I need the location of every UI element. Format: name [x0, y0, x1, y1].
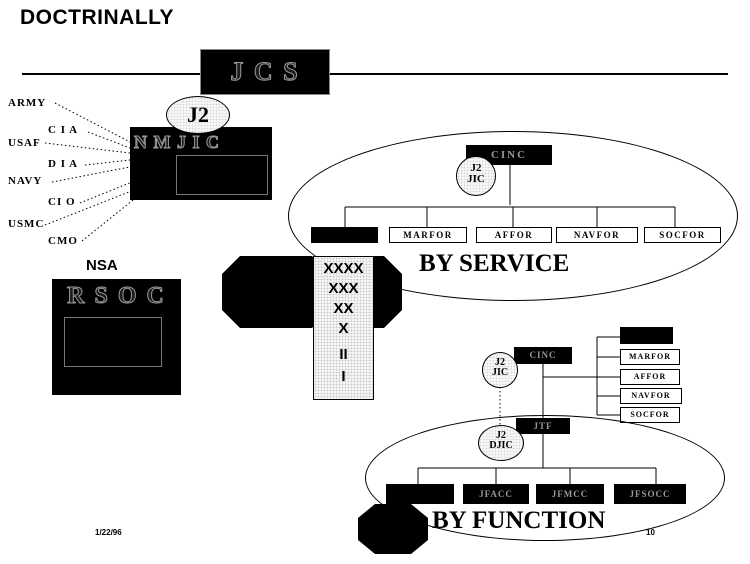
page-title: DOCTRINALLY: [20, 6, 175, 29]
jtf-j2-label: J2: [496, 430, 506, 441]
jtf-box: JTF: [516, 418, 570, 434]
function-affor: AFFOR: [620, 369, 680, 385]
jcs-label: J C S: [230, 57, 300, 87]
function-sub-jfmcc: JFMCC: [536, 484, 604, 504]
agency-cmo: CMO: [48, 235, 78, 247]
by-service-label: BY SERVICE: [419, 250, 570, 277]
function-j2-oval: J2 JIC: [482, 352, 518, 388]
rsoc-inner-panel: [64, 317, 162, 367]
echelon-column: XXXX XXX XX X II I: [313, 256, 374, 400]
rsoc-box: R S O C: [52, 279, 181, 395]
service-army-box: [311, 227, 378, 243]
jtf-jic-label: DJIC: [489, 440, 513, 451]
j2-oval-top: J2: [166, 96, 230, 134]
service-j2-label: J2: [470, 162, 482, 174]
echelon-xxx: XXX: [328, 280, 359, 297]
function-sub-jfacc: JFACC: [463, 484, 529, 504]
footer-date: 1/22/96: [95, 528, 122, 537]
jcs-box: J C S: [200, 49, 330, 95]
by-function-label: BY FUNCTION: [432, 507, 606, 534]
function-socfor: SOCFOR: [620, 407, 680, 423]
function-army-box: [620, 327, 673, 344]
jtf-j2-oval: J2 DJIC: [478, 425, 524, 461]
service-socfor: SOCFOR: [644, 227, 721, 243]
function-ellipse: [365, 415, 725, 541]
service-navfor: NAVFOR: [556, 227, 638, 243]
echelon-xxxx: XXXX: [323, 260, 364, 277]
agency-dia: D I A: [48, 158, 79, 170]
echelon-ii: II: [339, 346, 348, 363]
service-affor: AFFOR: [476, 227, 552, 243]
service-ellipse: [288, 131, 738, 301]
function-j2-label: J2: [495, 357, 505, 368]
agency-army: ARMY: [8, 97, 47, 109]
octagon-left: [222, 256, 330, 328]
agency-cio: CI O: [48, 196, 76, 208]
nsa-label: NSA: [86, 257, 118, 274]
agency-usmc: USMC: [8, 218, 45, 230]
function-sub-1: [386, 484, 454, 504]
function-navfor: NAVFOR: [620, 388, 682, 404]
echelon-x: X: [338, 320, 349, 337]
agency-cia: C I A: [48, 124, 79, 136]
function-jic-label: JIC: [491, 367, 509, 378]
agency-navy: NAVY: [8, 175, 43, 187]
service-jic-label: JIC: [467, 173, 485, 185]
agency-usaf: USAF: [8, 137, 41, 149]
echelon-xx: XX: [333, 300, 354, 317]
rsoc-label: R S O C: [67, 283, 166, 310]
service-j2-oval: J2 JIC: [456, 156, 496, 196]
function-sub-jfsocc: JFSOCC: [614, 484, 686, 504]
nmjic-label: N M J I C: [134, 132, 220, 153]
echelon-i: I: [341, 368, 346, 385]
function-marfor: MARFOR: [620, 349, 680, 365]
function-cinc-box: CINC: [514, 347, 572, 364]
service-marfor: MARFOR: [389, 227, 467, 243]
nmjic-box: N M J I C: [130, 127, 272, 200]
nmjic-inner-panel: [176, 155, 268, 195]
footer-page-number: 10: [646, 528, 655, 537]
